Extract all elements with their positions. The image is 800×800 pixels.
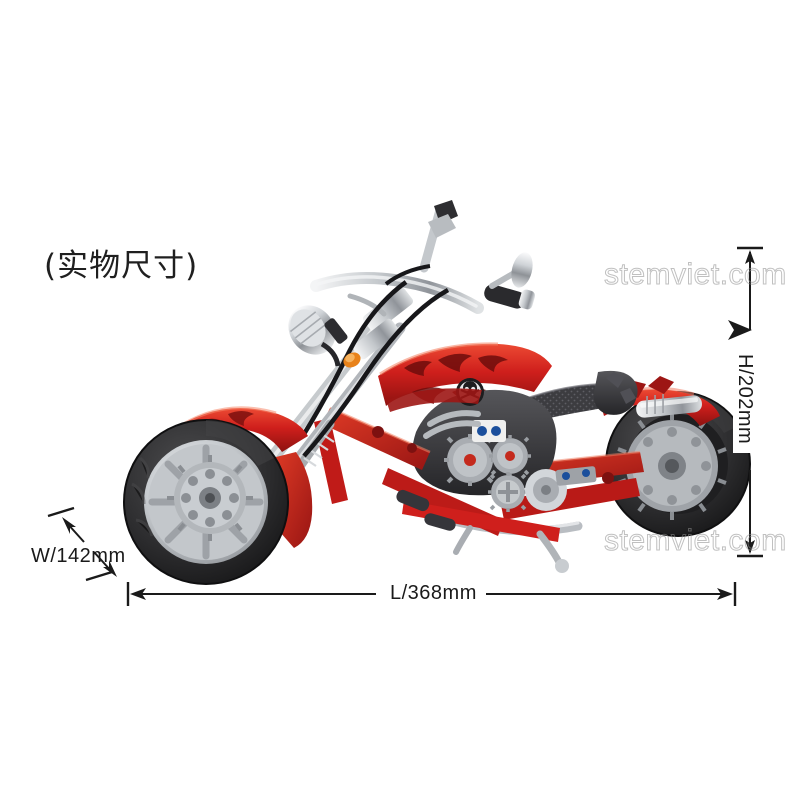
turn-signal bbox=[343, 352, 361, 368]
engine-gears bbox=[444, 434, 531, 512]
handgrip bbox=[484, 284, 536, 310]
front-wheel-group bbox=[123, 419, 289, 585]
kickstand bbox=[453, 525, 569, 573]
handlebar bbox=[302, 200, 536, 458]
triple-clamp bbox=[353, 287, 414, 360]
mirror bbox=[489, 252, 533, 289]
fuel-tank bbox=[378, 342, 552, 412]
rear-wheel-group bbox=[605, 391, 751, 537]
height-dimension-label: H/202mm bbox=[733, 345, 756, 454]
front-hub-gear bbox=[167, 455, 253, 541]
actual-size-note: (实物尺寸) bbox=[44, 248, 199, 284]
foot-peg bbox=[396, 489, 456, 531]
headlight bbox=[288, 305, 348, 367]
engine-block bbox=[412, 389, 597, 512]
length-dimension-label: L/368mm bbox=[381, 582, 486, 605]
frame bbox=[314, 406, 560, 542]
width-dimension-label: W/142mm bbox=[31, 545, 126, 567]
rear-sprocket bbox=[617, 412, 727, 520]
